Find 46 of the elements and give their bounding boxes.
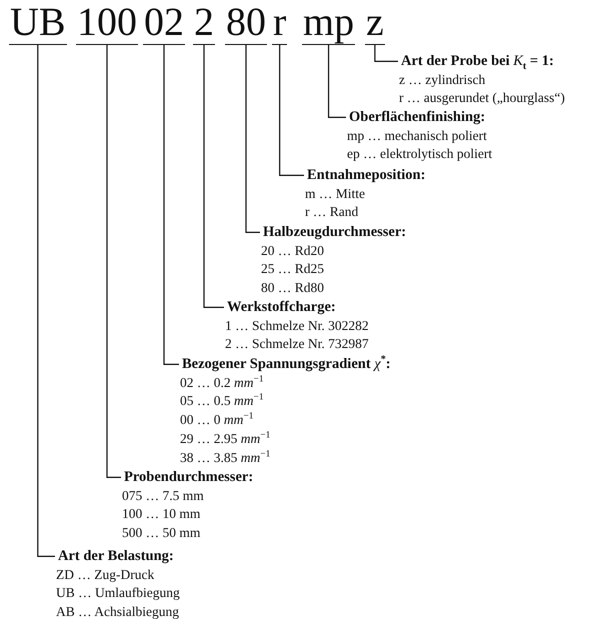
field-heading: Probendurchmesser: [124, 468, 254, 487]
leader-line [37, 45, 55, 557]
code-value-text: 29 … 2.95 mm$^{−1}$ [180, 430, 272, 448]
code-segment: 80 [225, 0, 267, 45]
leader-line [374, 45, 398, 62]
code-value-text: 500 … 50 mm [122, 524, 202, 542]
code-value-text: m … Mitte [305, 184, 366, 203]
code-segment: z [365, 0, 385, 45]
code-value-text: ep … elektrolytisch poliert [347, 145, 492, 164]
field-heading: Art der Belastung: [58, 547, 175, 566]
code-value-text: 075 … 7.5 mm [122, 486, 205, 505]
field-heading: Art der Probe bei K$_{t}$ = 1: [401, 52, 555, 71]
code-value-text: 38 … 3.85 mm$^{−1}$ [180, 448, 272, 467]
leader-line [328, 45, 346, 118]
code-value-text: z … zylindrisch [399, 70, 486, 89]
code-value-text: 02 … 0.2 mm$^{−1}$ [180, 374, 265, 392]
code-value-text: r … Rand [305, 203, 360, 222]
leader-line [163, 45, 179, 365]
leader-line [203, 45, 224, 308]
code-value-text: 25 … Rd25 [261, 260, 326, 278]
code-value-text: mp … mechanisch poliert [347, 126, 488, 145]
code-value-text: AB … Achsialbiegung [56, 603, 180, 619]
leader-line [106, 45, 121, 478]
field-heading: Halbzeugdurchmesser: [263, 223, 406, 242]
leader-line [245, 45, 260, 233]
code-value-text: 05 … 0.5 mm$^{−1}$ [180, 392, 265, 410]
field-heading: Entnahmeposition: [307, 166, 426, 185]
leader-line [279, 45, 304, 176]
code-segment: UB [9, 0, 67, 45]
field-heading: Oberflächenfinishing: [349, 108, 486, 127]
code-value-text: 1 … Schmelze Nr. 302282 [225, 316, 369, 335]
code-value-text: 2 … Schmelze Nr. 732987 [225, 335, 369, 354]
field-heading: Bezogener Spannungsgradient χ$^{*}$: [182, 355, 391, 374]
code-value-text: 80 … Rd80 [261, 279, 326, 298]
code-value-text: 20 … Rd20 [261, 242, 326, 260]
code-segment: mp [302, 0, 356, 45]
code-value-text: r … ausgerundet („hourglass“) [399, 89, 565, 108]
code-segment: r [272, 0, 288, 45]
code-segment: 2 [193, 0, 215, 45]
code-value-text: ZD … Zug-Druck [56, 566, 156, 584]
field-heading: Werkstoffcharge: [227, 298, 337, 317]
code-value-text: UB … Umlaufbiegung [56, 584, 180, 602]
code-value-text: 00 … 0 mm$^{−1}$ [180, 411, 254, 430]
code-value-text: 100 … 10 mm [122, 505, 202, 524]
code-segment: 100 [76, 0, 138, 45]
code-segment: 02 [143, 0, 185, 45]
